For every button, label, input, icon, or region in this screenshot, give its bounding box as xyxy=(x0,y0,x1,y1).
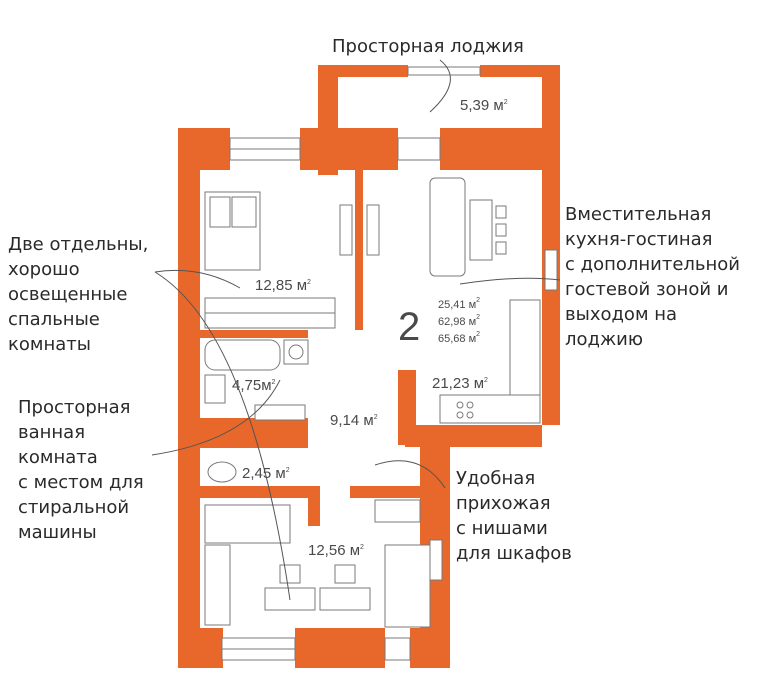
unit-superscript: 2 xyxy=(484,377,488,384)
unit-superscript: 2 xyxy=(476,297,480,304)
unit-superscript: 2 xyxy=(374,414,378,421)
unit-superscript: 2 xyxy=(272,379,276,386)
area-bedroom-top: 12,85 м2 xyxy=(255,277,311,294)
callout-kitchen: Вместительная кухня-гостиная с дополните… xyxy=(565,204,740,350)
unit-superscript: 2 xyxy=(286,467,290,474)
area-loggia: 5,39 м2 xyxy=(460,97,508,114)
area-bathroom: 4,75м2 xyxy=(232,377,276,394)
rooms-count: 2 xyxy=(398,305,420,349)
callout-bedrooms: Две отдельны, хорошо освещенные спальные… xyxy=(8,234,149,355)
unit-superscript: 2 xyxy=(307,279,311,286)
area-wc: 2,45 м2 xyxy=(242,465,290,482)
callout-loggia: Просторная лоджия xyxy=(332,36,524,57)
callout-bathroom: Просторная ванная комната с местом для с… xyxy=(18,397,144,543)
total-area: 62,98 м2 xyxy=(438,314,480,328)
area-kitchen: 21,23 м2 xyxy=(432,375,488,392)
windows xyxy=(221,66,558,661)
callout-arrows xyxy=(151,59,561,601)
area-hall: 9,14 м2 xyxy=(330,412,378,429)
unit-superscript: 2 xyxy=(476,314,480,321)
unit-superscript: 2 xyxy=(476,331,480,338)
callout-hall: Удобная прихожая с нишами для шкафов xyxy=(456,468,572,564)
total-living: 25,41 м2 xyxy=(438,297,480,311)
walls xyxy=(178,65,560,668)
area-bedroom-bottom: 12,56 м2 xyxy=(308,542,364,559)
unit-superscript: 2 xyxy=(360,544,364,551)
total-with-loggia: 65,68 м2 xyxy=(438,331,480,345)
unit-superscript: 2 xyxy=(504,99,508,106)
area-labels: 5,39 м2 12,85 м2 4,75м2 9,14 м2 21,23 м2… xyxy=(232,97,508,559)
